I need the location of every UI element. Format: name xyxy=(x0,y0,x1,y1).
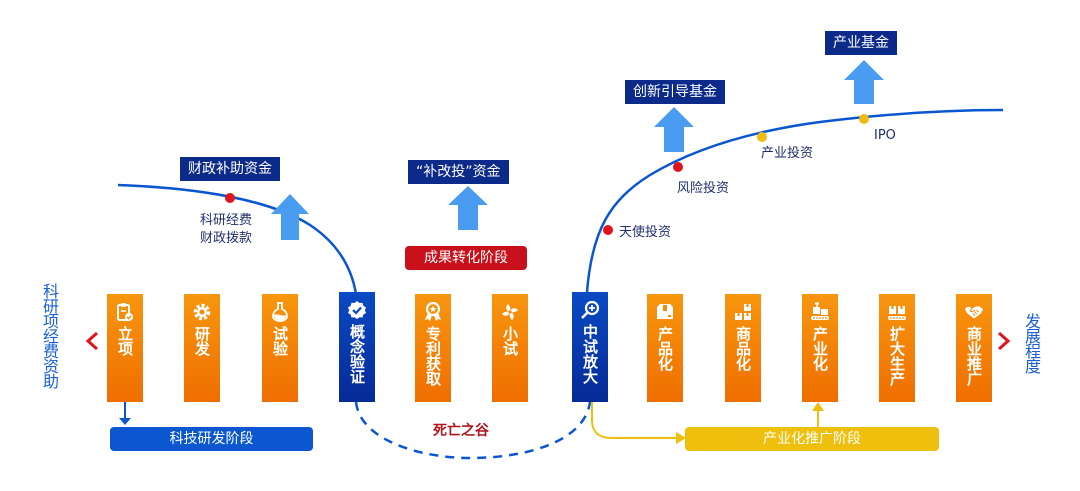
industrialize-arrowhead-up xyxy=(812,402,824,411)
pillar-label: 小试 xyxy=(501,326,519,356)
dot-research-fiscal xyxy=(225,193,235,203)
pillar-label: 扩大生产 xyxy=(888,326,906,386)
pillar-label: 专利获取 xyxy=(424,326,442,386)
pillar-chanpinhua[interactable]: 产品化 xyxy=(647,294,683,402)
pillar-shangyetuiguang[interactable]: 商业推广 xyxy=(956,294,992,402)
pillar-label: 试验 xyxy=(271,326,289,356)
up-arrow-fiscal xyxy=(271,194,309,240)
boxes-icon xyxy=(733,302,753,322)
industrialize-connector xyxy=(591,402,678,439)
stage-rd: 科技研发阶段 xyxy=(110,427,313,451)
fund-industry: 产业基金 xyxy=(825,31,897,55)
gear-icon xyxy=(192,302,212,322)
pillar-label: 产品化 xyxy=(656,326,674,371)
label-fiscal-allocation: 财政拨款 xyxy=(200,231,253,246)
axis-arrow-right xyxy=(998,331,1011,351)
label-industrial-investment: 产业投资 xyxy=(761,146,814,161)
dot-venture xyxy=(673,162,683,172)
flask-icon xyxy=(270,302,290,322)
pillar-label: 概念验证 xyxy=(348,324,366,384)
pillar-shangpinhua[interactable]: 商品化 xyxy=(725,294,761,402)
conveyor-boxes-icon xyxy=(887,302,907,322)
label-ipo: IPO xyxy=(874,128,896,143)
stage-transform: 成果转化阶段 xyxy=(405,246,527,270)
pillar-lixiang[interactable]: 立项 xyxy=(107,294,143,402)
pillar-zhuanlihuoqu[interactable]: 专利获取 xyxy=(415,294,451,402)
dot-angel xyxy=(603,225,613,235)
label-venture-investment: 风险投资 xyxy=(677,181,730,196)
pillar-label: 立项 xyxy=(116,326,134,356)
label-research-fiscal: 科研经费 财政拨款 xyxy=(200,212,252,248)
pillar-kuodashengchan[interactable]: 扩大生产 xyxy=(879,294,915,402)
death-valley-curve xyxy=(354,401,592,460)
fund-fiscal-subsidy: 财政补助资金 xyxy=(180,157,280,181)
pinwheel-icon xyxy=(500,302,520,322)
up-arrow-innovation xyxy=(654,107,694,152)
fund-innovation-guide: 创新引导基金 xyxy=(625,80,725,104)
stage-industrialize: 产业化推广阶段 xyxy=(685,427,939,451)
verified-badge-icon xyxy=(347,300,367,320)
label-research-funds: 科研经费 xyxy=(200,213,253,228)
pillar-label: 中试放大 xyxy=(581,324,599,384)
fund-bugaitou: “补改投”资金 xyxy=(408,160,509,184)
pillar-xiaoshi[interactable]: 小试 xyxy=(492,294,528,402)
dot-ipo xyxy=(859,114,869,124)
industrialize-arrowhead-right xyxy=(676,432,686,444)
up-arrow-industry xyxy=(844,60,884,104)
pillar-zhongshifangda[interactable]: 中试放大 xyxy=(572,292,608,402)
handshake-icon xyxy=(964,302,984,322)
pillar-shiyan[interactable]: 试验 xyxy=(262,294,298,402)
pillar-chanyehua[interactable]: 产业化 xyxy=(802,294,838,402)
pillar-yanfa[interactable]: 研发 xyxy=(184,294,220,402)
award-ribbon-icon xyxy=(423,302,443,322)
axis-arrow-left xyxy=(85,331,98,351)
rd-stage-arrowhead xyxy=(119,418,131,425)
left-axis-label: 科研项经费资助 xyxy=(40,283,59,388)
dot-industrial xyxy=(757,132,767,142)
clipboard-check-icon xyxy=(115,302,135,322)
box-icon xyxy=(655,302,675,322)
pillar-label: 商品化 xyxy=(734,326,752,371)
pillar-label: 研发 xyxy=(193,326,211,356)
pillar-label: 产业化 xyxy=(811,326,829,371)
investment-curve xyxy=(585,108,1004,293)
right-axis-label: 发展程度 xyxy=(1022,313,1041,373)
death-valley-label: 死亡之谷 xyxy=(433,423,489,439)
pillar-label: 商业推广 xyxy=(965,326,983,386)
label-angel-investment: 天使投资 xyxy=(619,225,672,240)
conveyor-robot-icon xyxy=(810,302,830,322)
pillar-gainianyanzheng[interactable]: 概念验证 xyxy=(339,292,375,402)
up-arrow-bugaitou xyxy=(448,186,488,230)
magnifier-plus-icon xyxy=(580,300,600,320)
